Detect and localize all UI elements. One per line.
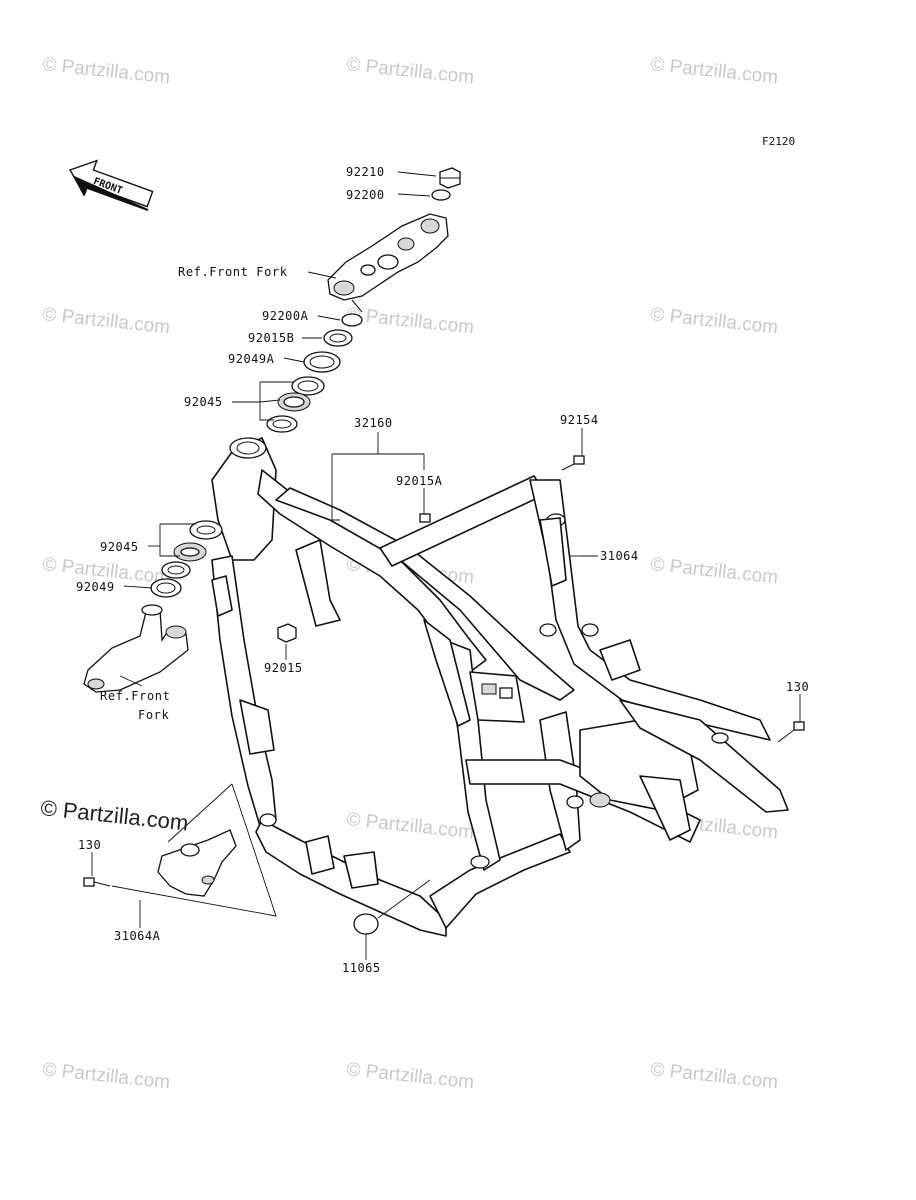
label-31064A: 31064A bbox=[114, 929, 161, 943]
lower-fork-stem bbox=[83, 604, 189, 693]
label-92045-upper: 92045 bbox=[184, 395, 223, 409]
watermark-text: © Partzilla.com bbox=[41, 1059, 171, 1093]
steering-stem-parts bbox=[266, 167, 461, 433]
part-labels: 92210 92200 Ref.Front Fork 92200A 92015B… bbox=[76, 165, 809, 975]
hardware-92015 bbox=[277, 623, 297, 643]
watermark-text: © Partzilla.com bbox=[649, 54, 779, 88]
label-92210: 92210 bbox=[346, 165, 385, 179]
bearing-92045-lower-b bbox=[173, 542, 207, 562]
watermark-text: © Partzilla.com bbox=[41, 54, 171, 88]
upper-bracket bbox=[327, 213, 449, 313]
label-130-left: 130 bbox=[78, 838, 101, 852]
label-92154: 92154 bbox=[560, 413, 599, 427]
washer-92200 bbox=[431, 189, 451, 201]
watermark-text: © Partzilla.com bbox=[345, 304, 475, 338]
bracket-inset bbox=[83, 783, 277, 917]
stem-nut-92210 bbox=[439, 167, 461, 189]
stem-nut-92015B bbox=[323, 329, 353, 347]
washer-92200A bbox=[341, 313, 363, 327]
label-ref-front-fork-low-1: Ref.Front bbox=[100, 689, 170, 703]
label-ref-front-fork-low-2: Fork bbox=[138, 708, 169, 722]
leader-lines bbox=[91, 171, 801, 960]
front-arrow-icon: FRONT bbox=[68, 159, 154, 212]
seal-92049A bbox=[303, 351, 341, 373]
watermark-text: © Partzilla.com bbox=[41, 304, 171, 338]
watermark-text: © Partzilla.com bbox=[345, 54, 475, 88]
race-92045-lower bbox=[161, 561, 191, 579]
hardware-92015A bbox=[419, 513, 431, 523]
bolt-130-right bbox=[777, 721, 805, 743]
label-92200A: 92200A bbox=[262, 309, 309, 323]
label-92015A: 92015A bbox=[396, 474, 443, 488]
watermark-text: © Partzilla.com bbox=[649, 1059, 779, 1093]
watermark-text: © Partzilla.com bbox=[649, 554, 779, 588]
watermark-emphasized: © Partzilla.com bbox=[39, 795, 189, 835]
bearing-92045-upper-b bbox=[277, 392, 311, 412]
label-92045-lower: 92045 bbox=[100, 540, 139, 554]
bolt-130-left bbox=[83, 877, 111, 887]
label-92015: 92015 bbox=[264, 661, 303, 675]
bearing-92045-upper bbox=[291, 376, 325, 396]
watermark-text: © Partzilla.com bbox=[345, 809, 475, 843]
race-92045-upper bbox=[266, 415, 298, 433]
label-130-right: 130 bbox=[786, 680, 809, 694]
label-11065: 11065 bbox=[342, 961, 381, 975]
label-92200: 92200 bbox=[346, 188, 385, 202]
seal-92049 bbox=[150, 578, 182, 598]
watermark-text: © Partzilla.com bbox=[345, 1059, 475, 1093]
watermark-text: © Partzilla.com bbox=[649, 304, 779, 338]
label-31064: 31064 bbox=[600, 549, 639, 563]
main-frame bbox=[211, 437, 789, 937]
label-92015B: 92015B bbox=[248, 331, 294, 345]
label-92049A: 92049A bbox=[228, 352, 275, 366]
label-32160: 32160 bbox=[354, 416, 393, 430]
cap-11065 bbox=[353, 913, 379, 935]
label-92049: 92049 bbox=[76, 580, 115, 594]
figure-code: F2120 bbox=[762, 135, 795, 148]
hardware-92154 bbox=[561, 455, 585, 471]
bearing-92045-lower-a bbox=[189, 520, 223, 540]
label-ref-front-fork-top: Ref.Front Fork bbox=[178, 265, 288, 279]
